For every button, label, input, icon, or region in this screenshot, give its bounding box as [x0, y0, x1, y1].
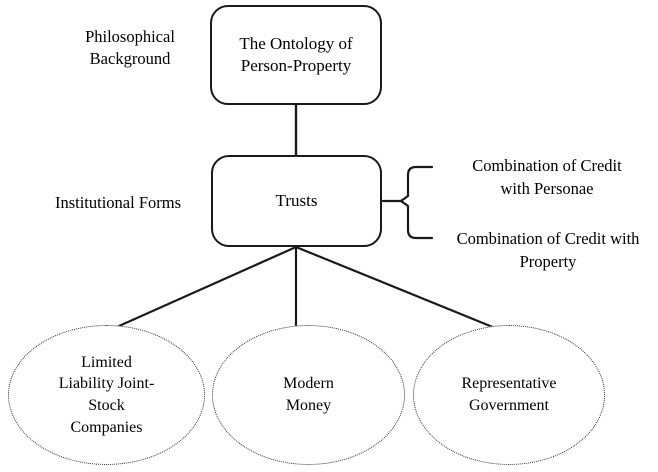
node-modern-money[interactable]: Modern Money: [212, 325, 405, 465]
tier-label-philosophical-background: Philosophical Background: [85, 27, 175, 69]
node-trusts[interactable]: Trusts: [211, 155, 382, 247]
brace-caption-combination-of-credit-with-personae: Combination of Credit with Personae: [472, 156, 622, 198]
node-modern-money-label: Modern Money: [283, 375, 334, 414]
node-ontology-of-person-property[interactable]: The Ontology of Person-Property: [210, 5, 382, 105]
edge-trusts-to-representative-government: [295, 245, 501, 332]
node-limited-liability-joint-stock-companies[interactable]: Limited Liability Joint- Stock Companies: [8, 325, 205, 465]
node-limited-liability-label: Limited Liability Joint- Stock Companies: [58, 353, 155, 436]
node-trusts-label: Trusts: [275, 190, 318, 210]
node-representative-government[interactable]: Representative Government: [413, 325, 605, 465]
node-ontology-label: The Ontology of Person-Property: [239, 33, 353, 75]
brace-connector: [381, 165, 434, 240]
edge-trusts-to-limited-liability: [109, 245, 297, 332]
brace-caption-combination-of-credit-with-property: Combination of Credit with Property: [456, 229, 640, 271]
tier-label-institutional-forms: Institutional Forms: [54, 193, 182, 212]
node-representative-government-label: Representative Government: [461, 375, 557, 414]
